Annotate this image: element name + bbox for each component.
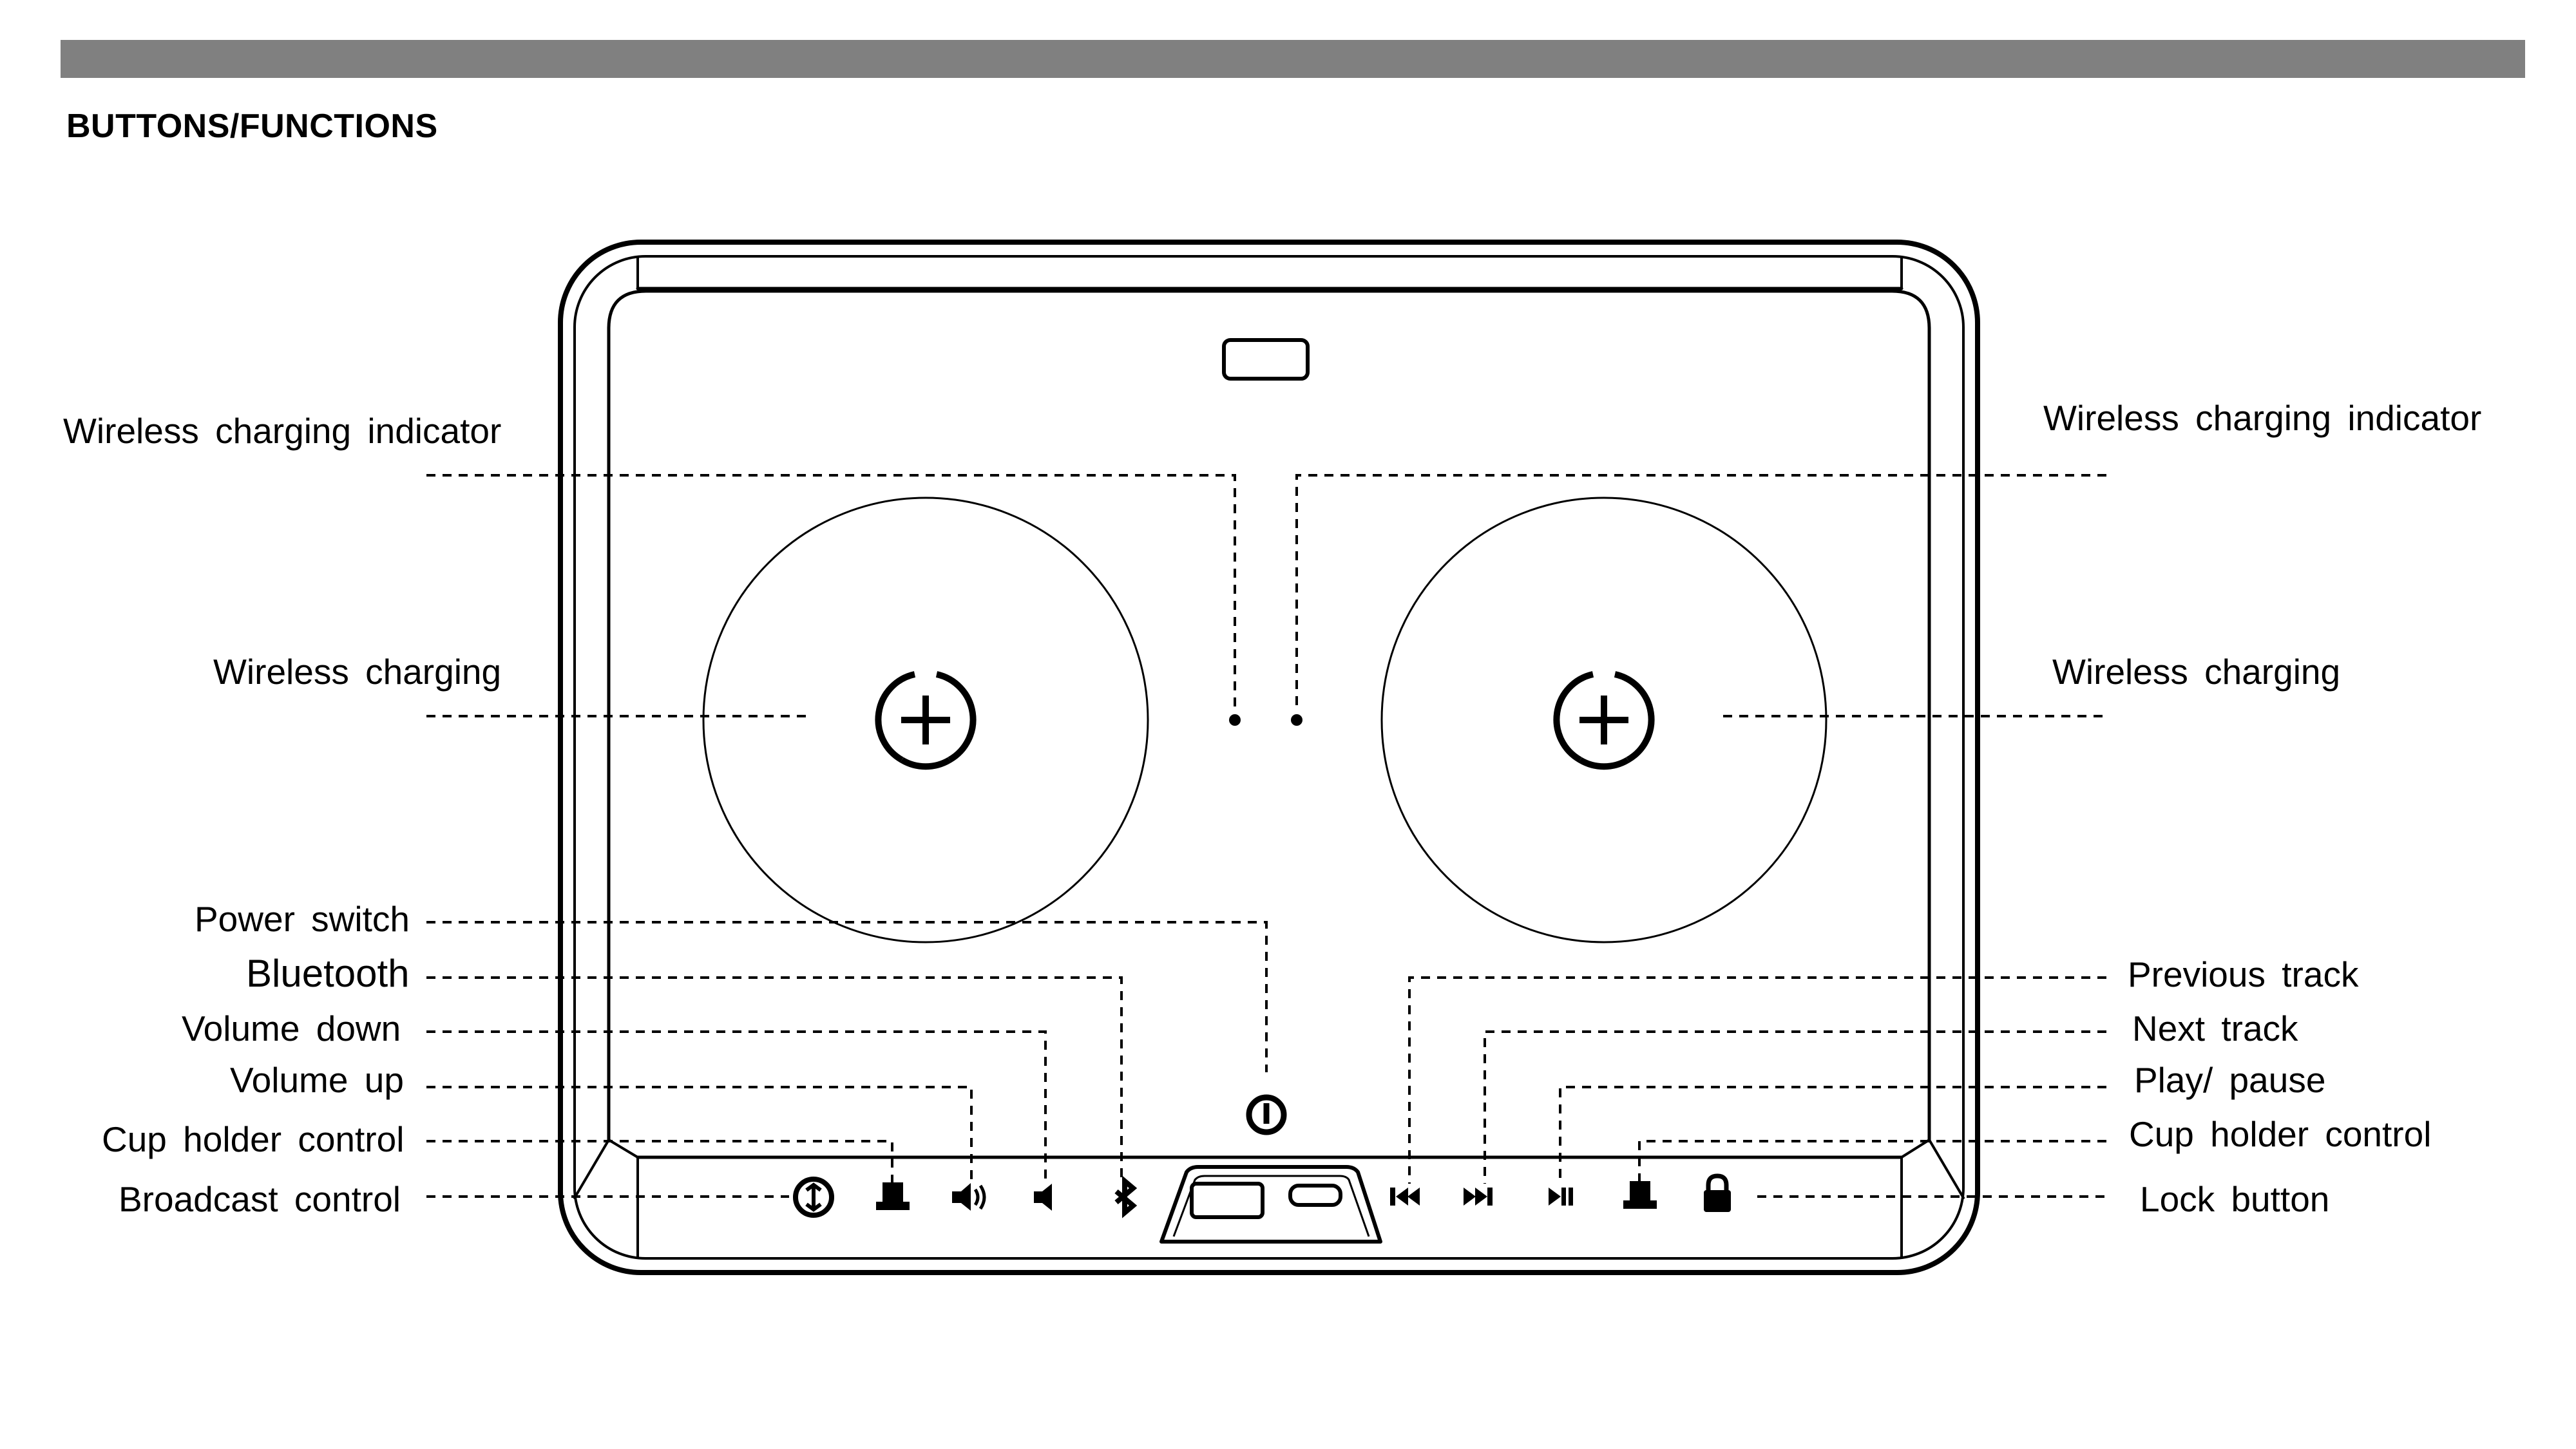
label-power-switch: Power switch: [195, 899, 410, 939]
header-bar: [61, 40, 2525, 78]
label-wireless-charging-indicator-right: Wireless charging indicator: [2043, 398, 2482, 438]
usb-c-port-icon: [1288, 1184, 1342, 1207]
label-bluetooth: Bluetooth: [246, 952, 410, 995]
label-play-pause: Play/ pause: [2134, 1060, 2326, 1100]
label-wireless-charging-left: Wireless charging: [213, 652, 502, 692]
broadcast-icon: [793, 1177, 834, 1218]
label-previous-track: Previous track: [2128, 954, 2359, 994]
charging-indicator-led-right: [1291, 714, 1302, 726]
charging-pad-plus-icon: [1553, 671, 1655, 770]
charging-indicator-led-left: [1229, 714, 1241, 726]
label-volume-down: Volume down: [182, 1009, 401, 1048]
volume-down-icon: [1034, 1184, 1052, 1211]
label-volume-up: Volume up: [230, 1060, 404, 1100]
label-lock-button: Lock button: [2140, 1179, 2330, 1219]
device-outline: [558, 240, 1980, 1275]
lock-icon: [1704, 1173, 1731, 1212]
page-title: BUTTONS/FUNCTIONS: [66, 108, 438, 145]
label-cup-holder-control-left: Cup holder control: [102, 1119, 405, 1159]
power-icon: [1246, 1094, 1287, 1135]
label-broadcast-control: Broadcast control: [119, 1179, 401, 1219]
label-cup-holder-control-right: Cup holder control: [2129, 1114, 2432, 1154]
charging-pad-plus-icon: [875, 671, 977, 770]
volume-up-icon: [952, 1183, 986, 1211]
leader-lines: [426, 474, 2106, 1198]
port-bay: [1159, 1165, 1382, 1244]
charging-pad-left: [702, 497, 1149, 943]
next-track-icon: [1464, 1188, 1493, 1206]
cup-holder-icon: [876, 1182, 910, 1210]
previous-track-icon: [1390, 1188, 1420, 1206]
label-wireless-charging-indicator-left: Wireless charging indicator: [63, 411, 502, 451]
label-next-track: Next track: [2132, 1009, 2298, 1048]
charging-indicator-window: [1222, 338, 1310, 381]
charging-pad-right: [1380, 497, 1827, 943]
label-wireless-charging-right: Wireless charging: [2052, 652, 2341, 692]
usb-a-port-icon: [1190, 1182, 1264, 1219]
play-pause-icon: [1549, 1188, 1573, 1206]
cup-holder-icon: [1623, 1181, 1657, 1209]
bluetooth-icon: [1114, 1175, 1138, 1218]
